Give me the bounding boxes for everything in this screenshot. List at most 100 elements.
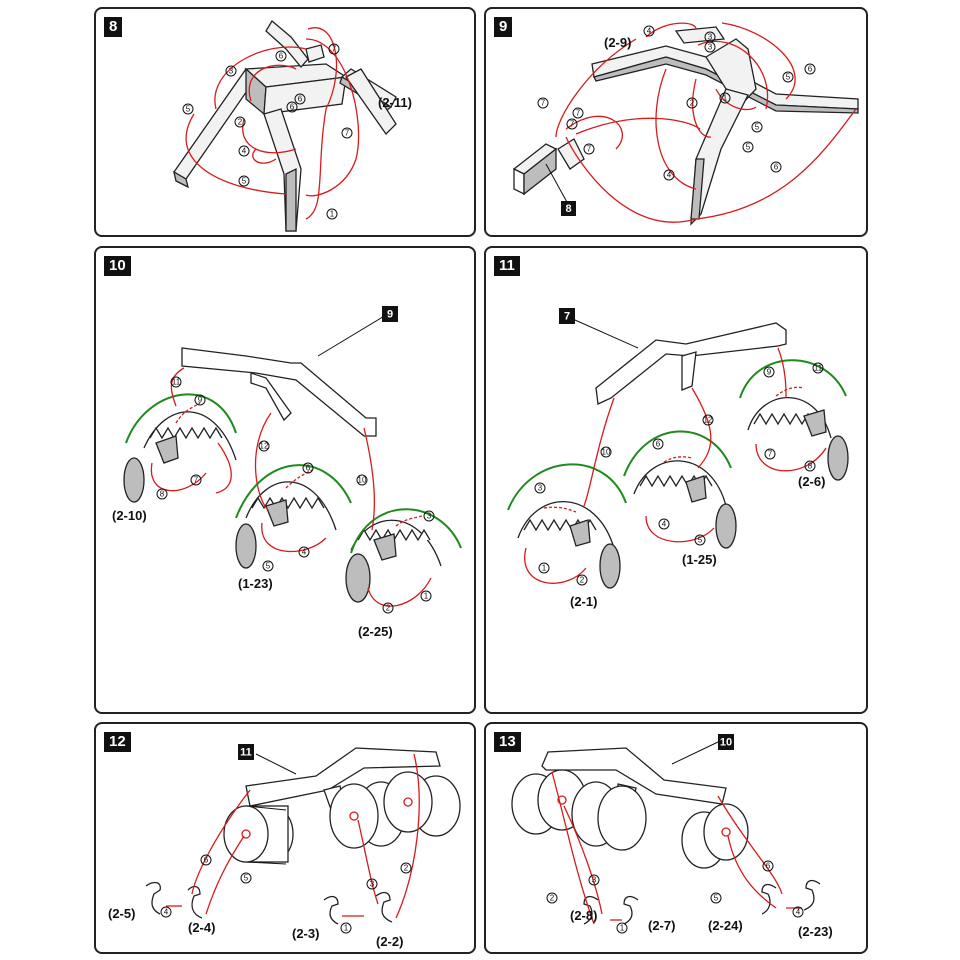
clip-part [323, 895, 339, 925]
reference-badge: 10 [718, 734, 734, 750]
fold-arrow-icon [191, 789, 251, 895]
svg-text:7: 7 [541, 99, 546, 108]
fold-arrow-icon [185, 113, 287, 195]
svg-text:3: 3 [708, 33, 713, 42]
part-label: (2-5) [108, 906, 135, 921]
step-bubble: 5 [694, 534, 706, 546]
svg-text:1: 1 [344, 924, 349, 933]
clip-part [375, 891, 393, 923]
top-flap-part [265, 20, 309, 69]
svg-text:8: 8 [565, 203, 571, 215]
lower-leg-side [285, 167, 297, 232]
step-bubble: 6 [652, 438, 664, 450]
step-bubble: 4 [298, 546, 310, 558]
svg-text:5: 5 [242, 177, 247, 186]
step-bubble: 7 [190, 474, 202, 486]
block-8-side [523, 147, 557, 196]
svg-text:1: 1 [424, 592, 429, 601]
step-bubble: 7 [537, 97, 549, 109]
step-bubble: 6 [200, 854, 212, 866]
svg-text:10: 10 [358, 476, 367, 485]
block-8-tab [557, 138, 585, 170]
step-13-panel: 13 2 3 1 5 6 4 (2- [484, 722, 868, 954]
step-bubble: 1 [719, 92, 731, 104]
step-8-panel: 8 5 3 2 4 5 6 6 6 7 7 1 [94, 7, 476, 237]
rotate-arrow-icon [507, 463, 627, 511]
fold-arrow-icon [395, 753, 420, 919]
lamp-disc [235, 523, 257, 569]
rotate-arrow-icon [125, 393, 237, 444]
step-8-diagram: 5 3 2 4 5 6 6 6 7 7 1 (2-11) [173, 20, 412, 232]
step-bubble: 7 [764, 448, 776, 460]
svg-text:3: 3 [229, 67, 234, 76]
step-10-panel: 10 [94, 246, 476, 714]
fold-arrow-icon [395, 515, 423, 527]
step-bubble: 7 [566, 118, 578, 130]
part-label: (2-1) [570, 594, 597, 609]
step-bubble: 12 [258, 440, 270, 452]
fold-arrow-icon [715, 88, 757, 111]
fold-arrow-icon [252, 148, 277, 164]
svg-text:2: 2 [404, 864, 409, 873]
lamp-shade-b [633, 460, 737, 549]
fold-arrow-icon [655, 68, 697, 190]
part-label: (2-25) [358, 624, 393, 639]
frame-part [595, 322, 787, 405]
step-bubble: 1 [538, 562, 550, 574]
svg-text:6: 6 [279, 52, 284, 61]
svg-text:11: 11 [240, 747, 252, 759]
fold-arrow-icon [563, 805, 603, 915]
fold-arrow-icon [524, 547, 587, 584]
fold-arrow-icon [755, 443, 827, 472]
part-label: (2-7) [648, 918, 675, 933]
part-label: (2-2) [376, 934, 403, 949]
step-bubble: 11 [812, 362, 824, 374]
step-bubble: 6 [762, 860, 774, 872]
svg-text:1: 1 [620, 924, 625, 933]
rotate-arrow-icon [235, 464, 352, 519]
fold-arrow-icon [170, 367, 185, 407]
svg-text:11: 11 [814, 364, 823, 373]
step-bubble: 6 [804, 63, 816, 75]
svg-text:6: 6 [204, 856, 209, 865]
fold-arrow-icon [367, 577, 432, 607]
lamp-disc [345, 553, 371, 603]
lamp-disc [827, 435, 849, 481]
reference-arrow-icon [671, 741, 719, 765]
fold-arrow-icon [645, 515, 715, 543]
step-bubble: 5 [262, 560, 274, 572]
svg-text:7: 7 [587, 145, 592, 154]
lamp-shade-b [235, 481, 337, 569]
svg-text:3: 3 [708, 43, 713, 52]
fold-arrow-icon [721, 22, 796, 100]
part-label: (2-3) [292, 926, 319, 941]
step-bubble: 2 [546, 892, 558, 904]
part-label: (2-23) [798, 924, 833, 939]
svg-text:7: 7 [564, 311, 570, 323]
step-bubble: 3 [534, 482, 546, 494]
part-label: (2-24) [708, 918, 743, 933]
lamp-disc [123, 457, 145, 503]
lamp-socket [155, 435, 179, 464]
svg-text:4: 4 [302, 548, 307, 557]
svg-text:6: 6 [766, 862, 771, 871]
step-bubble: 3 [704, 41, 716, 53]
fold-arrow-icon [565, 108, 857, 223]
svg-text:7: 7 [576, 109, 581, 118]
svg-text:4: 4 [164, 908, 169, 917]
clip-part [187, 885, 203, 919]
step-bubble: 6 [286, 101, 298, 113]
top-tab-part [305, 44, 325, 63]
reference-badge: 8 [561, 201, 576, 216]
step-bubble: 2 [400, 862, 412, 874]
step-11-panel: 11 1 [484, 246, 868, 714]
step-bubble: 7 [583, 143, 595, 155]
svg-text:5: 5 [266, 562, 271, 571]
svg-text:3: 3 [592, 876, 597, 885]
far-arm-part [345, 68, 397, 136]
fold-arrow-icon [261, 522, 327, 553]
lamp-socket [265, 499, 289, 527]
frame-leg [681, 351, 697, 391]
step-bubble: 6 [275, 50, 287, 62]
fold-arrow-icon [692, 78, 712, 138]
